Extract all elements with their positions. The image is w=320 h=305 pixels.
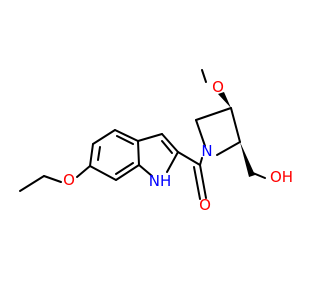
bond-pyr-double xyxy=(161,140,173,154)
bond-carbonyl-o-2 xyxy=(193,166,201,200)
bond-ethyl-ch2-o xyxy=(43,175,62,183)
bond-benz-1 xyxy=(89,143,94,167)
bond-benz-double-a xyxy=(97,146,101,161)
ring-nitrogen-label: N xyxy=(201,142,212,160)
bond-pyrr-1 xyxy=(195,119,206,147)
methoxy-oxygen-label: O xyxy=(212,78,224,96)
atom-labels: O N OH O O NH xyxy=(63,78,293,214)
bond-benz-4 xyxy=(137,140,140,166)
indole-nh-label: NH xyxy=(149,172,172,190)
bond-methoxy-ch3 xyxy=(201,69,207,83)
bond-carbonyl-n xyxy=(199,157,203,166)
bond-benz-double-c xyxy=(115,162,134,175)
structure-canvas: O N OH O O NH xyxy=(19,69,293,214)
bond-benz-3 xyxy=(114,129,139,142)
bond-ethyl-ch3 xyxy=(19,175,45,192)
bond-pyrr-4 xyxy=(216,141,241,156)
bond-pyrr-3 xyxy=(230,107,241,143)
bond-carbonyl-o-1 xyxy=(199,164,207,199)
bond-benz-double-b xyxy=(116,135,134,145)
wedge-hydroxymethyl xyxy=(240,142,255,177)
bond-o-aryl xyxy=(76,165,91,178)
bond-c2-carbonyl xyxy=(177,151,201,166)
bond-pyrr-2 xyxy=(195,107,232,121)
hydroxyl-label: OH xyxy=(270,168,293,186)
bond-pyr-4 xyxy=(138,164,153,177)
stereo-wedges xyxy=(218,92,255,177)
ether-oxygen-label: O xyxy=(63,171,75,189)
bond-pyr-1 xyxy=(137,133,163,142)
bond-ch2-oh xyxy=(252,172,266,179)
bond-pyr-2 xyxy=(161,133,179,153)
bond-pyr-3 xyxy=(166,151,179,173)
bond-benz-6 xyxy=(89,165,117,181)
bond-benz-2 xyxy=(92,129,116,145)
molecule-structure: O N OH O O NH xyxy=(19,69,293,214)
carbonyl-oxygen-label: O xyxy=(199,196,211,214)
bond-lines xyxy=(19,69,266,200)
wedge-methoxy xyxy=(218,92,231,108)
bond-benz-5 xyxy=(115,164,140,181)
